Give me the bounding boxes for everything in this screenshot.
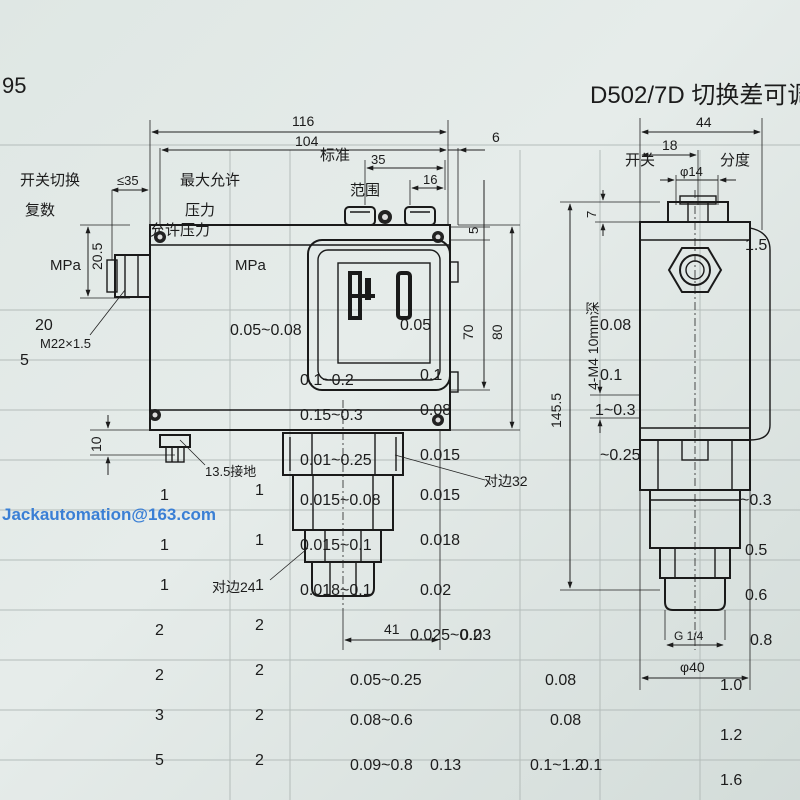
table-max-3: 1 [255,532,264,549]
table-right-10: 1.2 [720,727,742,744]
table-row-1: 1 [160,487,169,504]
scale-indicator-icon [348,271,412,320]
background-table: D502/7D 切换差可调 标准 范围 最大允许 开关切换 压力 复数 MPa … [0,82,800,800]
dim-mounting-holes: 4-M4 10mm深 [585,301,601,390]
dim-7: 7 [584,211,599,218]
dim-10: 10 [88,436,104,452]
table-range-4: 0.01~0.25 [300,452,372,469]
dim-5: 5 [466,227,481,234]
dim-16: 16 [423,172,437,187]
table-range-1: 0.05~0.08 [230,322,302,339]
table-range-9: 0.05~0.25 [350,672,422,689]
dim-6: 6 [492,129,500,145]
table-right-2: 0.1 [600,367,622,384]
dim-116: 116 [292,113,315,129]
page-number: 95 [2,73,26,98]
table-header-5: 压力 [185,202,215,219]
table-header-9: MPa [235,257,267,274]
table-row-6: 3 [155,707,164,724]
table-max-4: 1 [255,577,264,594]
table-right-4: ~0.25 [600,447,641,464]
corner-screw-icon [149,231,444,426]
table-right-11: 1.6 [720,772,742,789]
table-range-7: 0.018~0.1 [300,582,372,599]
table-range-3: 0.15~0.3 [300,407,363,424]
table-max-6: 2 [255,662,264,679]
table-header-11: 分度 [720,152,750,169]
dim-phi40: φ40 [680,659,705,675]
dim-70: 70 [460,324,476,340]
watermark-text: Jackautomation@163.com [2,505,216,524]
table-row-8: 5 [20,352,29,369]
table-max-1: 20 [35,317,53,334]
table-range-12: 0.1~1.2 [530,757,584,774]
ground-screw-icon [159,434,191,463]
table-range-6: 0.015~0.1 [300,537,372,554]
dim-41: 41 [384,621,400,637]
table-diff-11: 0.1 [580,757,602,774]
label-g14-thread: G 1/4 [674,629,704,643]
dim-20-5: 20.5 [89,243,105,270]
table-title: D502/7D 切换差可调 [590,82,800,109]
table-row-3: 2 [155,622,164,639]
label-hex-24: 对边24 [212,579,256,595]
side-view: 44 18 φ14 7 145.5 4-M4 10mm深 [548,114,771,690]
table-row-2: 1 [160,537,169,554]
table-header-6: 复数 [25,201,55,219]
table-diff-7: 0.02 [420,582,451,599]
adjustment-knob-icon [344,206,436,226]
dim-35: 35 [371,152,385,167]
label-m22-thread: M22×1.5 [40,336,91,351]
dim-18: 18 [662,137,678,153]
table-header-3: 最大允许 [180,172,240,189]
table-diff-12: 0.13 [430,757,461,774]
table-right-5: ~0.3 [740,492,772,509]
dim-cable-depth: ≤35 [117,173,139,188]
table-max-8: 2 [255,752,264,769]
table-diff-9: 0.08 [545,672,576,689]
table-range-5: 0.015~0.08 [300,492,381,509]
table-range-11: 0.09~0.8 [350,757,413,774]
cable-gland [106,254,151,298]
table-diff-10: 0.08 [550,712,581,729]
side-top-cap [667,195,729,223]
label-hex-32: 对边32 [484,473,528,489]
table-right-8: 0.8 [750,632,772,649]
display-window [307,239,451,391]
table-right-6: 0.5 [745,542,767,559]
table-row-4: 2 [155,667,164,684]
table-diff-1: 0.05 [400,317,431,334]
dim-104: 104 [295,133,319,149]
table-max-2: 1 [255,482,264,499]
dim-44: 44 [696,114,712,130]
label-ground: 13.5接地 [205,464,256,479]
table-header-4: 开关切换 [20,172,80,189]
dim-145-5: 145.5 [548,393,564,428]
table-diff-8: 0.03 [460,627,491,644]
table-right-1: 0.08 [600,317,631,334]
table-right-3: 1~0.3 [595,402,636,419]
table-header-7: MPa [50,257,82,274]
dim-80: 80 [489,324,505,340]
table-right-7: 0.6 [745,587,767,604]
table-row-5: 1 [160,577,169,594]
table-row-7: 5 [155,752,164,769]
table-range-10: 0.08~0.6 [350,712,413,729]
table-max-5: 2 [255,617,264,634]
front-view: 116 104 6 35 16 ≤35 20.5 [40,113,528,650]
table-right-9: 1.0 [720,677,742,694]
dim-phi14: φ14 [680,164,703,179]
table-max-7: 2 [255,707,264,724]
